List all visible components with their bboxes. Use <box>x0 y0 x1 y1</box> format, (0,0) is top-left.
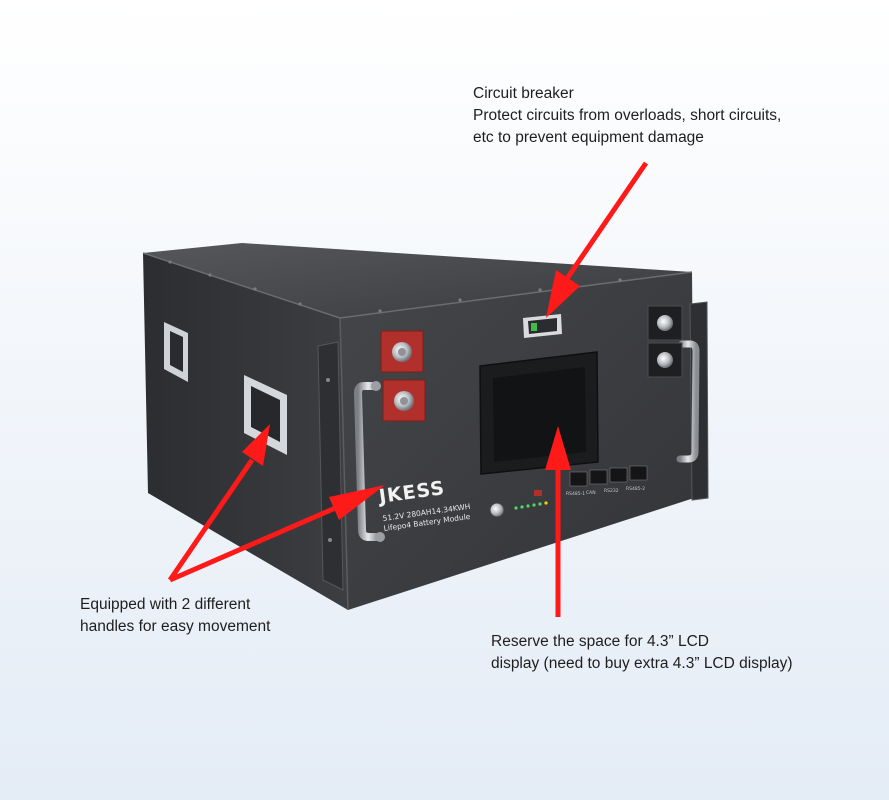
side-handle-front <box>244 375 287 455</box>
side-handle-rear <box>164 322 188 382</box>
callout-text: etc to prevent equipment damage <box>473 129 704 146</box>
callout-text: Equipped with 2 different <box>80 596 251 613</box>
arrow-handle-side <box>167 424 270 582</box>
red-terminal-bottom <box>382 379 426 422</box>
lcd-reserved-space <box>479 351 599 475</box>
port-label: CAN <box>586 490 596 496</box>
arrow-breaker <box>546 161 649 318</box>
callout-text: Protect circuits from overloads, short c… <box>473 107 782 124</box>
status-indicators <box>514 490 548 510</box>
port-label: RS232 <box>604 488 619 494</box>
arrow-lcd <box>545 426 571 617</box>
left-mounting-bracket <box>317 341 344 591</box>
callout-text: Reserve the space for 4.3” LCD <box>491 633 709 650</box>
callout-text: display (need to buy extra 4.3” LCD disp… <box>491 655 793 672</box>
red-terminal-top <box>380 330 424 373</box>
front-handle-right <box>676 340 700 463</box>
callout-text: handles for easy movement <box>80 618 271 635</box>
port-label: RS485-2 <box>626 486 645 492</box>
port-label: RS485-1 <box>566 491 585 497</box>
black-terminal-top <box>647 305 683 341</box>
top-screws <box>168 260 622 313</box>
callout-handles: Equipped with 2 different handles for ea… <box>80 594 270 638</box>
arrow-handle-front <box>169 485 385 583</box>
callout-circuit-breaker: Circuit breaker Protect circuits from ov… <box>473 83 781 149</box>
chassis-top-face <box>143 243 692 318</box>
front-handle-left <box>353 382 382 541</box>
communication-ports <box>569 465 648 487</box>
callout-title: Circuit breaker <box>473 85 574 102</box>
callout-lcd-space: Reserve the space for 4.3” LCD display (… <box>491 631 793 675</box>
chassis-edge <box>339 317 349 611</box>
power-switch-icon <box>489 502 505 518</box>
black-terminal-bottom <box>647 342 683 378</box>
circuit-breaker <box>523 314 562 338</box>
